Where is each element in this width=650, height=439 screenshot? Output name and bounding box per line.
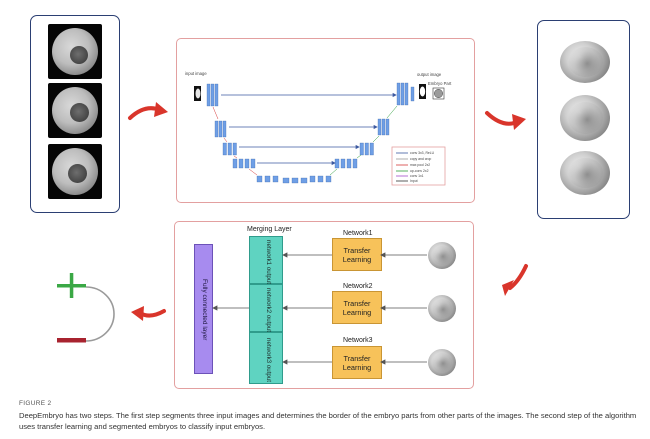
fully-connected-layer xyxy=(194,244,213,374)
decoder-level-2 xyxy=(377,118,390,136)
segmented-embryo-3 xyxy=(560,151,610,195)
pool-arrows xyxy=(212,106,258,176)
input-image-3 xyxy=(48,144,102,199)
decoder-level-1 xyxy=(396,82,415,106)
result-arc xyxy=(85,286,115,342)
arrow-unet-to-segmented xyxy=(485,111,526,130)
input-images-panel xyxy=(30,15,120,213)
positive-icon xyxy=(57,273,86,298)
skip-connections xyxy=(221,92,397,166)
decoder-level-3 xyxy=(359,142,374,156)
encoder-level-4 xyxy=(232,158,256,169)
arrow-input-to-unet xyxy=(128,102,168,120)
segmented-embryo-1 xyxy=(560,41,610,83)
network1-input-embryo xyxy=(428,242,456,269)
legend-item-5: conv 1x1 xyxy=(410,174,424,178)
network3-label: Network3 xyxy=(343,337,373,344)
classifier-arrows xyxy=(212,252,427,365)
upconv-arrows xyxy=(329,105,398,176)
legend-item-2: copy and crop xyxy=(410,157,432,161)
arrow-classifier-to-result xyxy=(131,306,166,321)
encoder-level-3 xyxy=(222,142,237,156)
network2-label: Network2 xyxy=(343,283,373,290)
classifier-panel: Merging Layer network1 output network2 o… xyxy=(174,221,474,389)
figure-caption: DeepEmbryo has two steps. The first step… xyxy=(19,411,637,431)
network2-transfer-box: Transfer Learning xyxy=(332,291,382,324)
encoder-level-2 xyxy=(214,120,227,138)
unet-legend xyxy=(391,146,446,186)
legend-item-1: conv 3x3, ReLU xyxy=(410,151,435,155)
figure-label: FIGURE 2 xyxy=(19,400,52,407)
legend-item-3: max pool 2x2 xyxy=(410,163,431,167)
arrow-segmented-to-classifier xyxy=(502,264,528,296)
unet-input-label: input image xyxy=(185,71,207,76)
encoder-level-1 xyxy=(206,83,219,107)
network3-input-embryo xyxy=(428,349,456,376)
merging-layer-label: Merging Layer xyxy=(247,226,292,233)
network2-input-embryo xyxy=(428,295,456,322)
input-image-1 xyxy=(48,24,102,79)
network3-transfer-box: Transfer Learning xyxy=(332,346,382,379)
merge-cell-3 xyxy=(249,332,283,384)
merge-cell-1 xyxy=(249,236,283,284)
legend-item-4: up-conv 2x2 xyxy=(410,169,429,173)
segmented-images-panel xyxy=(537,20,630,219)
bottleneck xyxy=(256,175,332,184)
segmented-embryo-2 xyxy=(560,95,610,141)
decoder-level-4 xyxy=(334,158,358,169)
unet-diagram xyxy=(194,82,446,186)
input-image-2 xyxy=(48,83,102,138)
unet-panel: input image output image Embryo Part con… xyxy=(176,38,475,203)
legend-item-6: Input xyxy=(410,179,418,183)
embryo-part-label: Embryo Part xyxy=(428,81,452,86)
network1-label: Network1 xyxy=(343,230,373,237)
negative-icon xyxy=(57,338,86,343)
unet-output-label: output image xyxy=(417,72,442,77)
